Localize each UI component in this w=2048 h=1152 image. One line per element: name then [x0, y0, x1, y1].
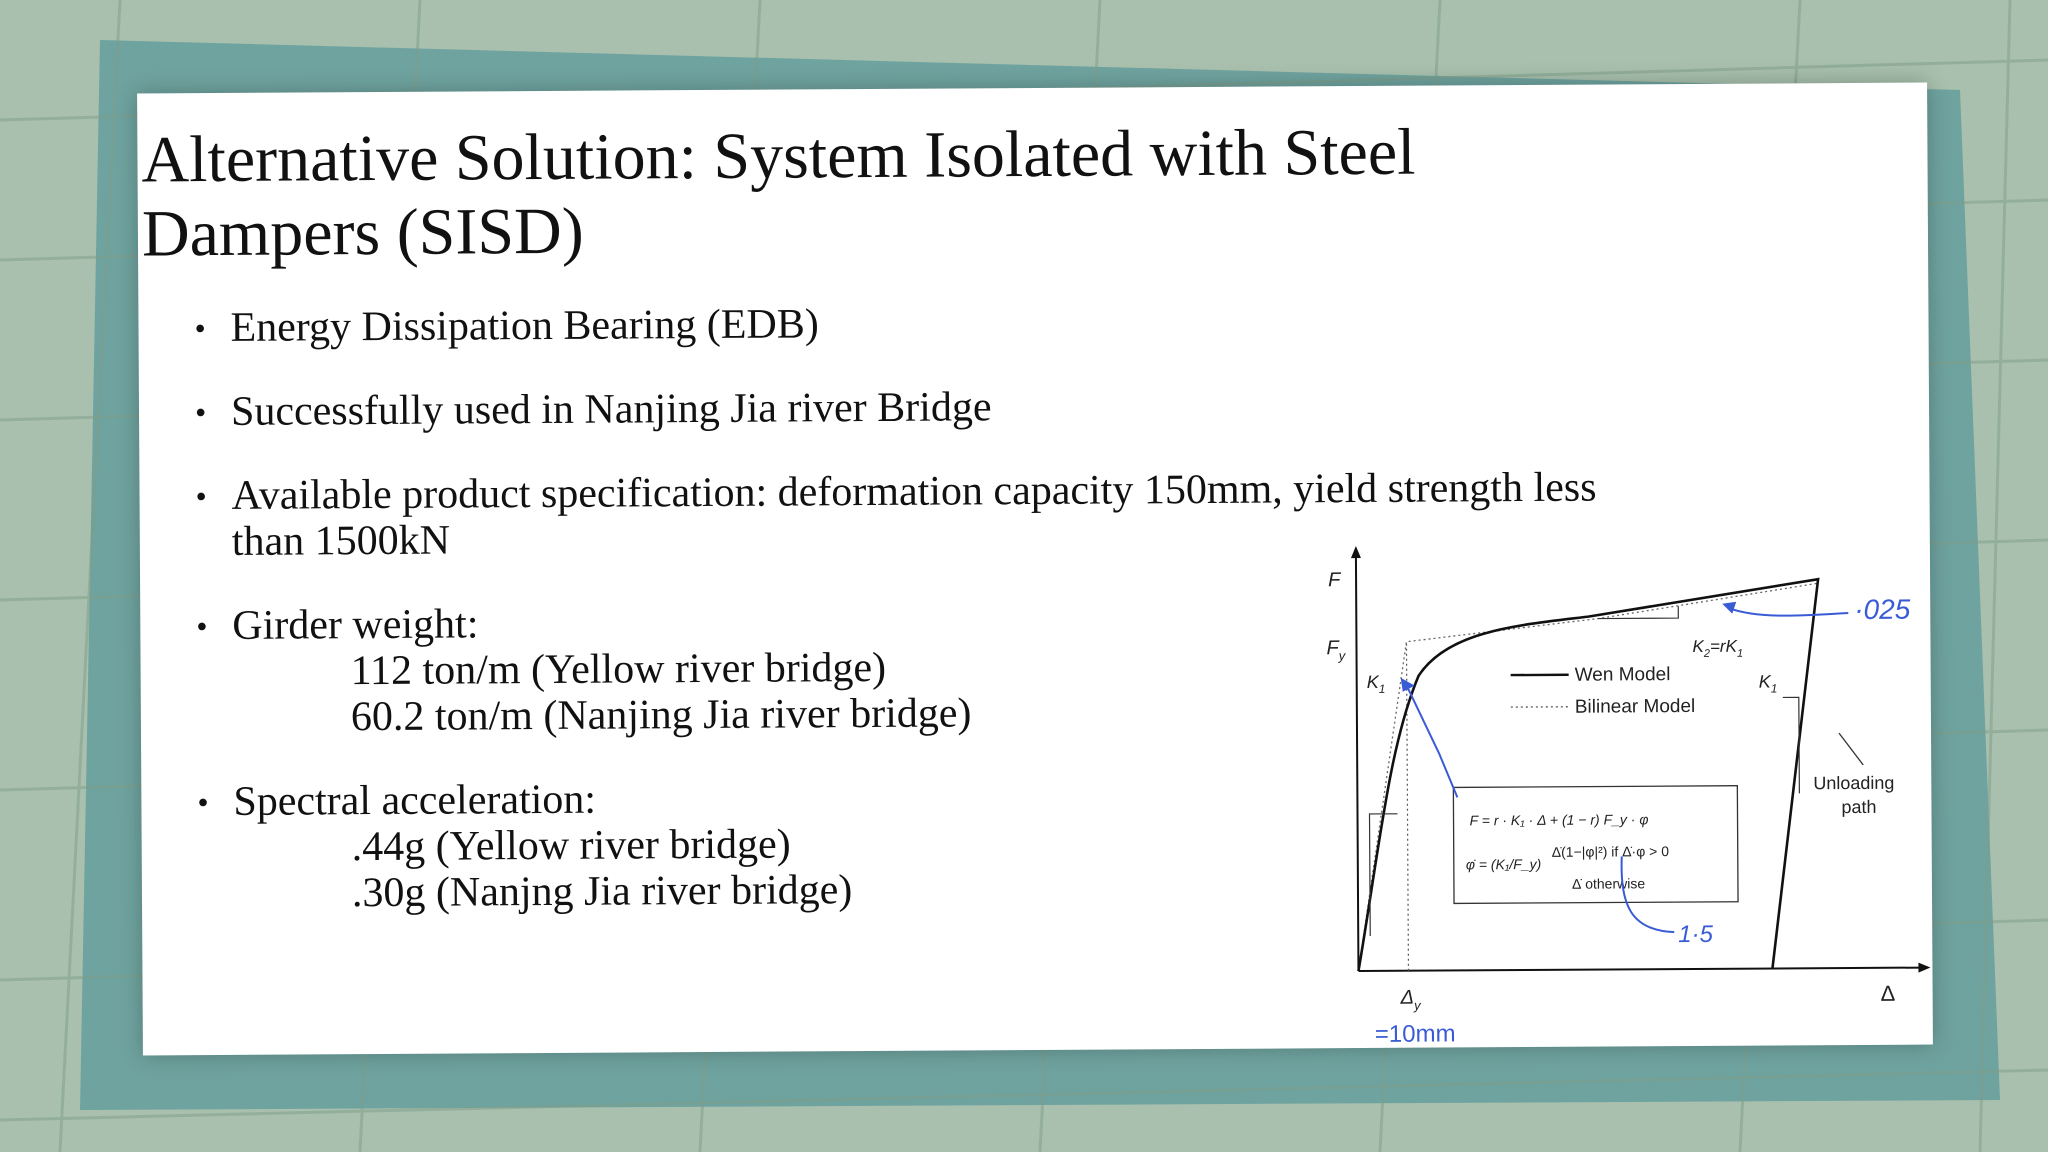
k1-right-slope-marker [1782, 696, 1800, 794]
wen-model-curve [1357, 577, 1820, 972]
y-axis-arrow [1350, 546, 1361, 559]
handwritten-r-value: ·025 [1854, 594, 1911, 625]
axis-label-delta: Δ [1881, 981, 1896, 1006]
delta-y-guide [1405, 641, 1410, 971]
equation-phi-case1: Δ̇(1−|φ|²) if Δ̇·φ > 0 [1552, 843, 1670, 860]
equation-phi-case2: Δ̇ otherwise [1572, 875, 1645, 891]
delta-y-label: Δy [1400, 987, 1423, 1013]
unloading-label-line2: path [1841, 797, 1876, 817]
handwritten-arrow-head-curve [1400, 677, 1415, 692]
handwritten-arrow-r [1727, 606, 1849, 617]
slide-title: Alternative Solution: System Isolated wi… [141, 113, 1842, 271]
axis-label-f: F [1328, 569, 1342, 591]
legend-bilinear-label: Bilinear Model [1575, 696, 1696, 718]
unloading-label-line1: Unloading [1813, 773, 1894, 793]
handwritten-delta-y-value: =10mm [1375, 1020, 1456, 1047]
k2-slope-marker [1598, 606, 1679, 620]
k2-label: K2=rK1 [1692, 637, 1743, 660]
x-axis-arrow [1918, 962, 1931, 973]
x-axis [1358, 966, 1923, 973]
slide-card: Alternative Solution: System Isolated wi… [137, 82, 1933, 1056]
legend-wen-label: Wen Model [1575, 664, 1671, 686]
equation-force: F = r · K₁ · Δ + (1 − r) F_y · φ [1469, 811, 1648, 828]
equation-box [1452, 785, 1739, 905]
handwritten-arrow-head-r [1722, 601, 1737, 614]
bilinear-model-curve [1357, 582, 1819, 972]
title-line-2: Dampers (SISD) [141, 194, 584, 271]
k1-label: K1 [1367, 672, 1386, 696]
title-line-1: Alternative Solution: System Isolated wi… [141, 115, 1416, 197]
k1-right-label: K1 [1759, 671, 1778, 695]
handwritten-arrow-curve [1405, 685, 1459, 798]
y-axis [1354, 554, 1360, 972]
hysteresis-diagram: F Δ Fy Δy K1 K2=rK1 K1 Wen Model Bilinea… [1326, 546, 1931, 1048]
unloading-pointer [1838, 732, 1864, 766]
equation-phi-lhs: φ̇ = (K₁/F_y) [1466, 856, 1542, 872]
k1-slope-marker [1368, 813, 1398, 936]
handwritten-n-value: 1·5 [1678, 921, 1714, 948]
handwritten-arrow-n [1620, 856, 1675, 934]
fy-label: Fy [1326, 637, 1346, 663]
